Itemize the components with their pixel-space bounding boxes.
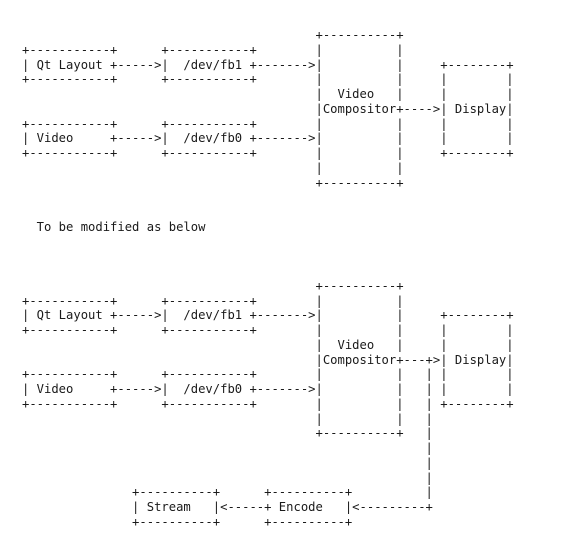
diagram-line: | | [22,160,404,175]
diagram-line: | Video | | | [22,337,514,352]
diagram-line: | | | [22,411,433,426]
diagram-line: +----------+ [22,278,404,293]
diagram-line: +-----------+ +-----------+ | | [22,42,404,57]
diagram-line: +----------+ | [22,426,433,441]
diagram-line: +----------+ +----------+ | [22,485,433,500]
diagram-line: | Video | | | [22,87,514,101]
diagram-line: +----------+ +----------+ [22,514,353,529]
diagram-line: +-----------+ +-----------+ | | | | [22,72,514,87]
diagram-line: To be modified as below [22,219,206,234]
diagram-line: | Qt Layout +----->| /dev/fb1 +------->|… [22,57,514,72]
diagram-line: | [22,455,433,470]
diagram-line: |Compositor+---+>| Display| [22,352,514,367]
diagram-line: +-----------+ +-----------+ | | | | [22,116,514,131]
diagram-line: +-----------+ +-----------+ | | [22,293,404,308]
diagram-line: +-----------+ +-----------+ | | | | [22,323,514,337]
diagram-line: | [22,441,433,455]
diagram-line: | Video +----->| /dev/fb0 +------->| | |… [22,131,514,146]
diagram-line: | Qt Layout +----->| /dev/fb1 +------->|… [22,308,514,323]
diagram-line: |Compositor+---->| Display| [22,101,514,116]
diagram-line: +-----------+ +-----------+ | | | | | [22,367,514,382]
diagram-line: +----------+ [22,175,404,190]
diagram-line: | Stream |<-----+ Encode |<---------+ [22,500,433,514]
diagram-line: | [22,470,433,485]
diagram-line: +-----------+ +-----------+ | | | +-----… [22,396,514,411]
diagram-line: +-----------+ +-----------+ | | +-------… [22,146,514,160]
ascii-diagram: +----------+ +-----------+ +-----------+… [22,28,514,530]
diagram-line: | Video +----->| /dev/fb0 +------->| | |… [22,382,514,396]
diagram-line: +----------+ [22,28,404,42]
